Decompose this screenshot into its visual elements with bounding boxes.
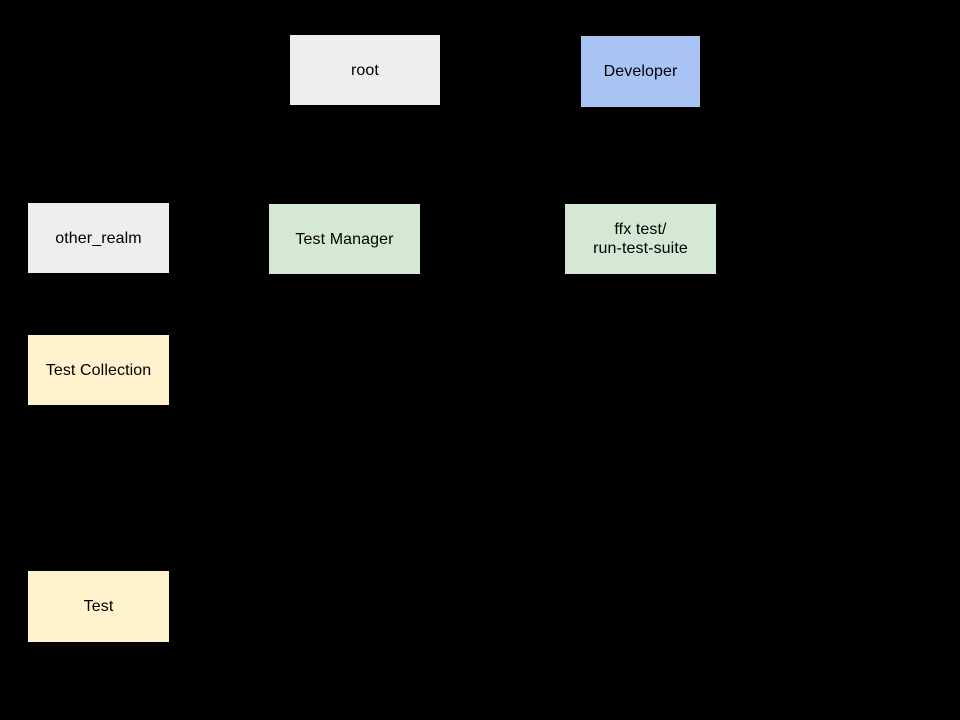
node-root[interactable]: root bbox=[290, 35, 440, 105]
node-developer[interactable]: Developer bbox=[581, 36, 700, 107]
node-test-manager-label: Test Manager bbox=[295, 230, 394, 248]
node-other-realm[interactable]: other_realm bbox=[28, 203, 169, 273]
node-developer-label: Developer bbox=[603, 63, 678, 80]
node-root-label: root bbox=[351, 61, 379, 79]
node-test[interactable]: Test bbox=[28, 571, 169, 642]
node-test-collection-label: Test Collection bbox=[45, 361, 152, 379]
node-ffx-test-run-test-suite[interactable]: ffx test/ run-test-suite bbox=[565, 204, 716, 274]
node-test-collection[interactable]: Test Collection bbox=[28, 335, 169, 405]
node-test-label: Test bbox=[83, 598, 114, 615]
node-other-realm-label: other_realm bbox=[55, 229, 142, 247]
node-ffx-test-run-test-suite-label: ffx test/ run-test-suite bbox=[593, 221, 688, 257]
node-test-manager[interactable]: Test Manager bbox=[269, 204, 420, 274]
